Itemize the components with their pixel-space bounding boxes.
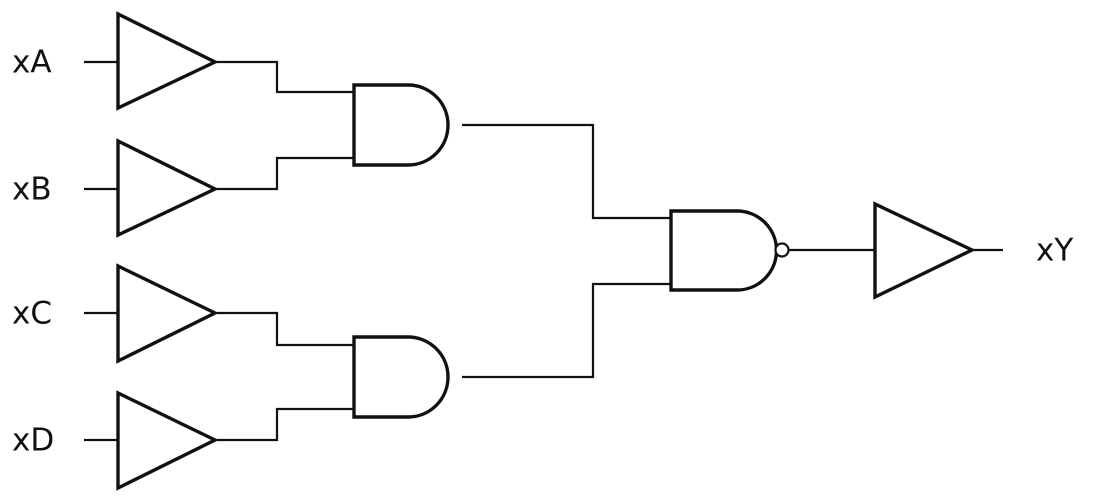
wire-buffer-c-to-and-bottom	[215, 311, 354, 347]
input-label-xa: xA	[12, 45, 52, 81]
wire-and-bottom-to-nand	[462, 282, 671, 379]
buffer-gate-d[interactable]	[116, 390, 219, 491]
buffer-gate-b[interactable]	[116, 138, 219, 238]
output-label-xy: xY	[1036, 233, 1073, 269]
input-label-xc: xC	[12, 296, 52, 332]
and-gate-top[interactable]	[352, 83, 450, 167]
buffer-gate-a[interactable]	[116, 11, 219, 111]
input-label-xb: xB	[12, 172, 52, 208]
wire-buffer-d-to-and-bottom	[215, 407, 354, 442]
nand-inversion-bubble-icon	[774, 242, 790, 258]
buffer-gate-c[interactable]	[116, 263, 219, 364]
wire-buffer-b-to-and-top	[215, 156, 354, 191]
wire-buffer-a-to-and-top	[215, 60, 354, 94]
buffer-gate-output[interactable]	[873, 201, 976, 300]
gate-layer	[116, 11, 976, 491]
wire-and-top-to-nand	[462, 123, 671, 220]
input-label-xd: xD	[12, 423, 54, 459]
and-gate-bottom[interactable]	[352, 335, 450, 419]
nand-gate-output[interactable]	[669, 209, 779, 292]
wire-layer	[84, 60, 1003, 442]
label-layer: xA xB xC xD xY	[12, 45, 1073, 459]
